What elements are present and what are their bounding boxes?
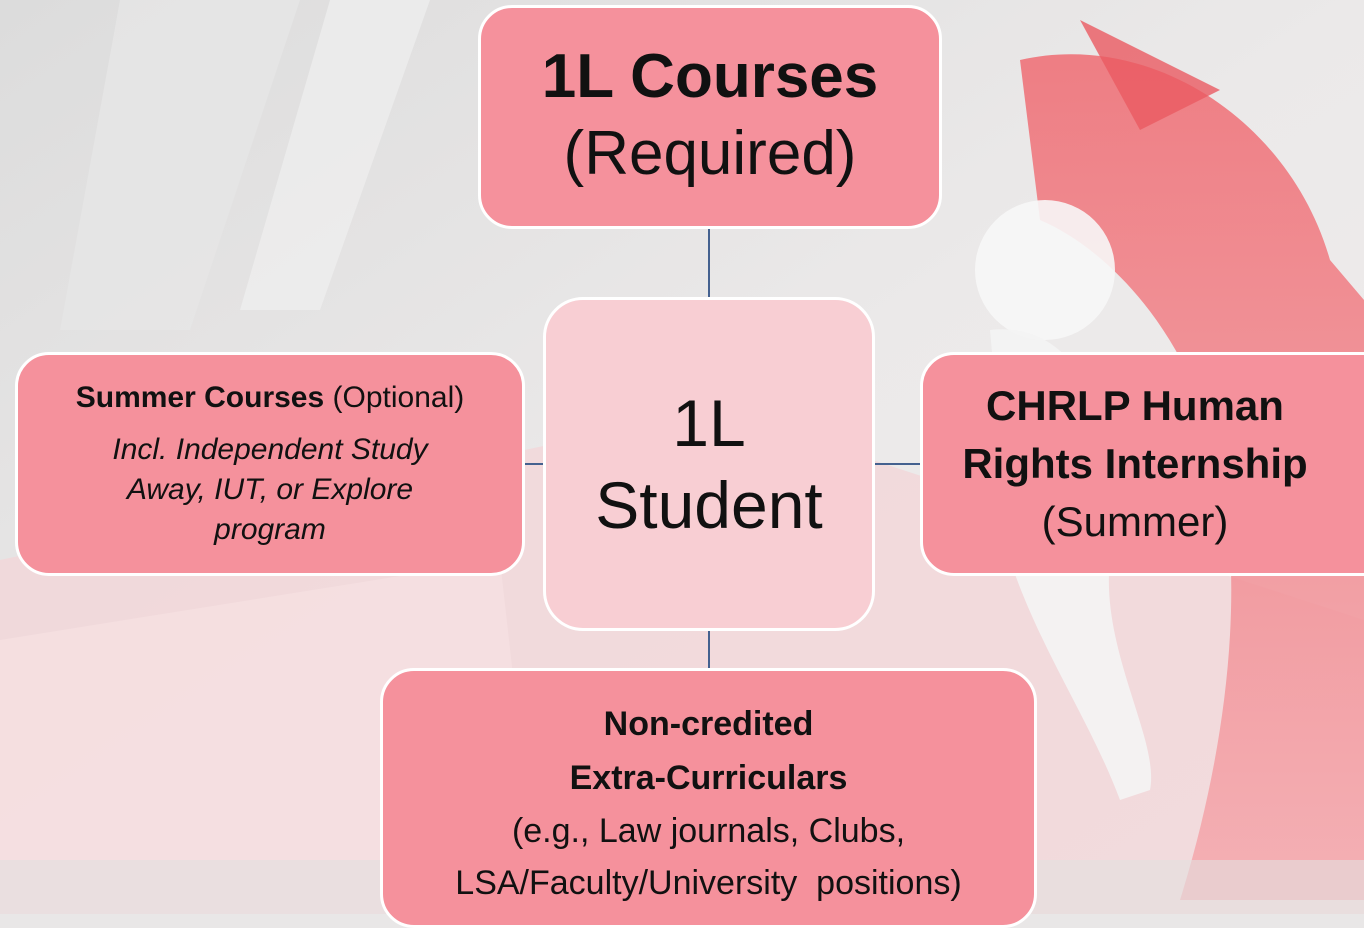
node-summer-courses-title-bold: Summer Courses xyxy=(75,381,325,414)
node-extracurriculars-detail-line1: (e.g., Law journals, Clubs, xyxy=(511,812,906,850)
node-summer-courses-detail-line1: Incl. Independent Study xyxy=(112,433,428,466)
connector-bottom xyxy=(708,630,710,670)
node-1l-student-line2: Student xyxy=(595,468,823,542)
connector-top xyxy=(708,229,710,299)
connector-left xyxy=(524,463,545,465)
node-summer-courses: Summer Courses (Optional) Incl. Independ… xyxy=(15,352,525,576)
node-chrlp-internship-subtitle: (Summer) xyxy=(1041,498,1229,545)
node-chrlp-internship-title-line2: Rights Internship xyxy=(962,440,1308,487)
node-1l-courses-subtitle: (Required) xyxy=(563,119,857,188)
node-1l-student-line1: 1L xyxy=(672,386,746,460)
node-summer-courses-detail: Incl. Independent Study Away, IUT, or Ex… xyxy=(60,430,480,550)
node-summer-courses-detail-line2: Away, IUT, or Explore xyxy=(126,473,414,506)
node-chrlp-internship-title: CHRLP Human Rights Internship xyxy=(925,377,1345,493)
node-1l-courses-title: 1L Courses xyxy=(541,42,879,111)
node-summer-courses-title: Summer Courses (Optional) xyxy=(76,378,465,418)
connector-right xyxy=(874,463,921,465)
node-extracurriculars-title-line2: Extra-Curriculars xyxy=(569,759,848,797)
node-1l-student: 1L Student xyxy=(543,297,875,631)
node-chrlp-internship-title-line1: CHRLP Human xyxy=(986,382,1284,429)
node-extracurriculars: Non-credited Extra-Curriculars (e.g., La… xyxy=(380,668,1037,928)
node-extracurriculars-detail-line2: LSA/Faculty/University positions) xyxy=(455,864,962,902)
node-summer-courses-title-rest: (Optional) xyxy=(324,381,465,414)
node-chrlp-internship: CHRLP Human Rights Internship (Summer) xyxy=(920,352,1364,576)
node-summer-courses-detail-line3: program xyxy=(214,513,326,546)
node-extracurriculars-title-line1: Non-credited xyxy=(603,705,814,743)
node-1l-courses: 1L Courses (Required) xyxy=(478,5,942,229)
